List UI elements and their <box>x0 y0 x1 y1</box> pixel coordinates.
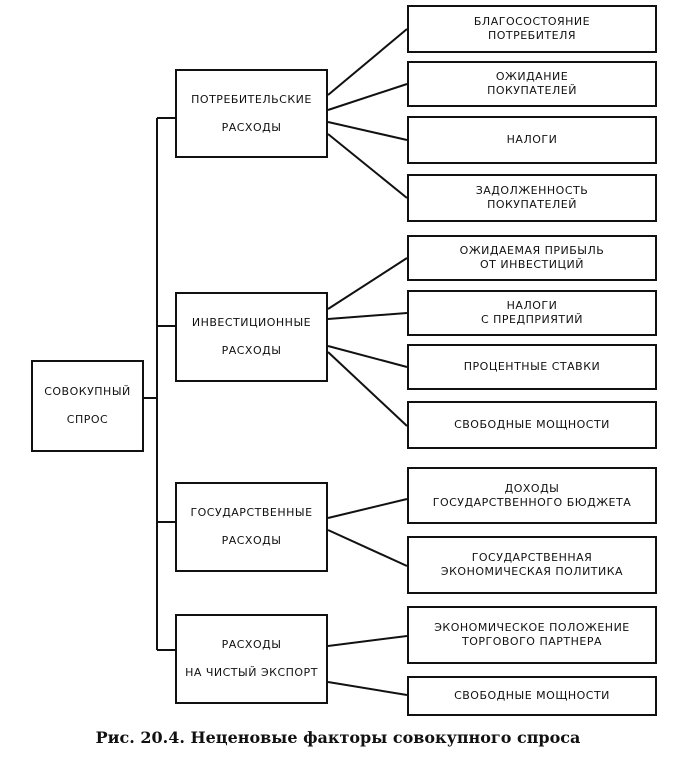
category-consumer-spending: ПОТРЕБИТЕЛЬСКИЕ РАСХОДЫ <box>175 69 328 158</box>
factor-consumer-wealth: БЛАГОСОСТОЯНИЕ ПОТРЕБИТЕЛЯ <box>407 5 657 53</box>
fan-line <box>327 635 408 647</box>
factor-line-1: ПРОЦЕНТНЫЕ СТАВКИ <box>463 360 601 374</box>
category-line-2: НА ЧИСТЫЙ ЭКСПОРТ <box>185 666 318 679</box>
factor-line-2: ТОРГОВОГО ПАРТНЕРА <box>462 635 602 648</box>
factor-line-1: СВОБОДНЫЕ МОЩНОСТИ <box>454 689 610 703</box>
factor-line-1: ОЖИДАЕМАЯ ПРИБЫЛЬ <box>459 244 605 258</box>
factor-line-1: ЗАДОЛЖЕННОСТЬ <box>475 184 589 198</box>
factor-budget-revenue: ДОХОДЫ ГОСУДАРСТВЕННОГО БЮДЖЕТА <box>407 467 657 524</box>
factor-interest-rates: ПРОЦЕНТНЫЕ СТАВКИ <box>407 344 657 390</box>
category-line-1: РАСХОДЫ <box>221 638 282 652</box>
fan-line <box>327 345 408 368</box>
category-line-2: РАСХОДЫ <box>221 120 282 134</box>
fan-line <box>327 133 408 199</box>
category-line-2: РАСХОДЫ <box>221 534 282 547</box>
factor-taxes: НАЛОГИ <box>407 116 657 164</box>
factor-economic-policy: ГОСУДАРСТВЕННАЯ ЭКОНОМИЧЕСКАЯ ПОЛИТИКА <box>407 536 657 594</box>
fan-line <box>327 312 408 320</box>
factor-trading-partner-economy: ЭКОНОМИЧЕСКОЕ ПОЛОЖЕНИЕ ТОРГОВОГО ПАРТНЕ… <box>407 606 657 664</box>
fan-line <box>327 529 408 567</box>
aggregate-demand-box: СОВОКУПНЫЙ СПРОС <box>31 360 144 452</box>
factor-line-2: С ПРЕДПРИЯТИЙ <box>480 313 584 326</box>
factor-line-1: НАЛОГИ <box>506 299 558 313</box>
factor-line-1: ДОХОДЫ <box>504 481 560 495</box>
category-line-1: ИНВЕСТИЦИОННЫЕ <box>191 316 312 330</box>
category-line-1: ПОТРЕБИТЕЛЬСКИЕ <box>191 92 312 106</box>
category-government-spending: ГОСУДАРСТВЕННЫЕ РАСХОДЫ <box>175 482 328 572</box>
root-line-1: СОВОКУПНЫЙ <box>44 385 131 399</box>
connectors <box>144 28 408 696</box>
factor-line-2: ОТ ИНВЕСТИЦИЙ <box>480 258 584 271</box>
factor-line-1: БЛАГОСОСТОЯНИЕ <box>473 15 591 29</box>
category-line-2: РАСХОДЫ <box>221 344 282 357</box>
fan-line <box>327 681 408 696</box>
fan-line <box>327 28 408 96</box>
factor-line-2: ПОТРЕБИТЕЛЯ <box>487 29 577 42</box>
factor-excess-capacity-export: СВОБОДНЫЕ МОЩНОСТИ <box>407 676 657 716</box>
factor-line-1: НАЛОГИ <box>506 133 558 147</box>
figure-caption: Рис. 20.4. Неценовые факторы совокупного… <box>95 728 581 747</box>
factor-line-1: СВОБОДНЫЕ МОЩНОСТИ <box>454 418 610 432</box>
factor-excess-capacity: СВОБОДНЫЕ МОЩНОСТИ <box>407 401 657 449</box>
factor-business-taxes: НАЛОГИ С ПРЕДПРИЯТИЙ <box>407 290 657 336</box>
factor-line-2: ЭКОНОМИЧЕСКАЯ ПОЛИТИКА <box>440 565 624 578</box>
fan-line <box>327 351 408 427</box>
fan-line <box>327 257 408 310</box>
fan-line <box>327 121 408 141</box>
category-line-1: ГОСУДАРСТВЕННЫЕ <box>190 506 313 520</box>
factor-line-2: ГОСУДАРСТВЕННОГО БЮДЖЕТА <box>432 495 632 509</box>
root-line-2: СПРОС <box>66 413 109 426</box>
factor-expected-returns: ОЖИДАЕМАЯ ПРИБЫЛЬ ОТ ИНВЕСТИЦИЙ <box>407 235 657 281</box>
factor-consumer-debt: ЗАДОЛЖЕННОСТЬ ПОКУПАТЕЛЕЙ <box>407 174 657 222</box>
factor-line-1: ГОСУДАРСТВЕННАЯ <box>471 551 593 565</box>
fan-line <box>327 83 408 111</box>
factor-line-1: ЭКОНОМИЧЕСКОЕ ПОЛОЖЕНИЕ <box>434 621 630 635</box>
category-net-export-spending: РАСХОДЫ НА ЧИСТЫЙ ЭКСПОРТ <box>175 614 328 704</box>
fan-line <box>327 498 408 519</box>
factor-line-1: ОЖИДАНИЕ <box>495 70 569 84</box>
category-investment-spending: ИНВЕСТИЦИОННЫЕ РАСХОДЫ <box>175 292 328 382</box>
factor-line-2: ПОКУПАТЕЛЕЙ <box>487 84 577 97</box>
factor-line-2: ПОКУПАТЕЛЕЙ <box>487 198 577 211</box>
factor-consumer-expectations: ОЖИДАНИЕ ПОКУПАТЕЛЕЙ <box>407 61 657 107</box>
